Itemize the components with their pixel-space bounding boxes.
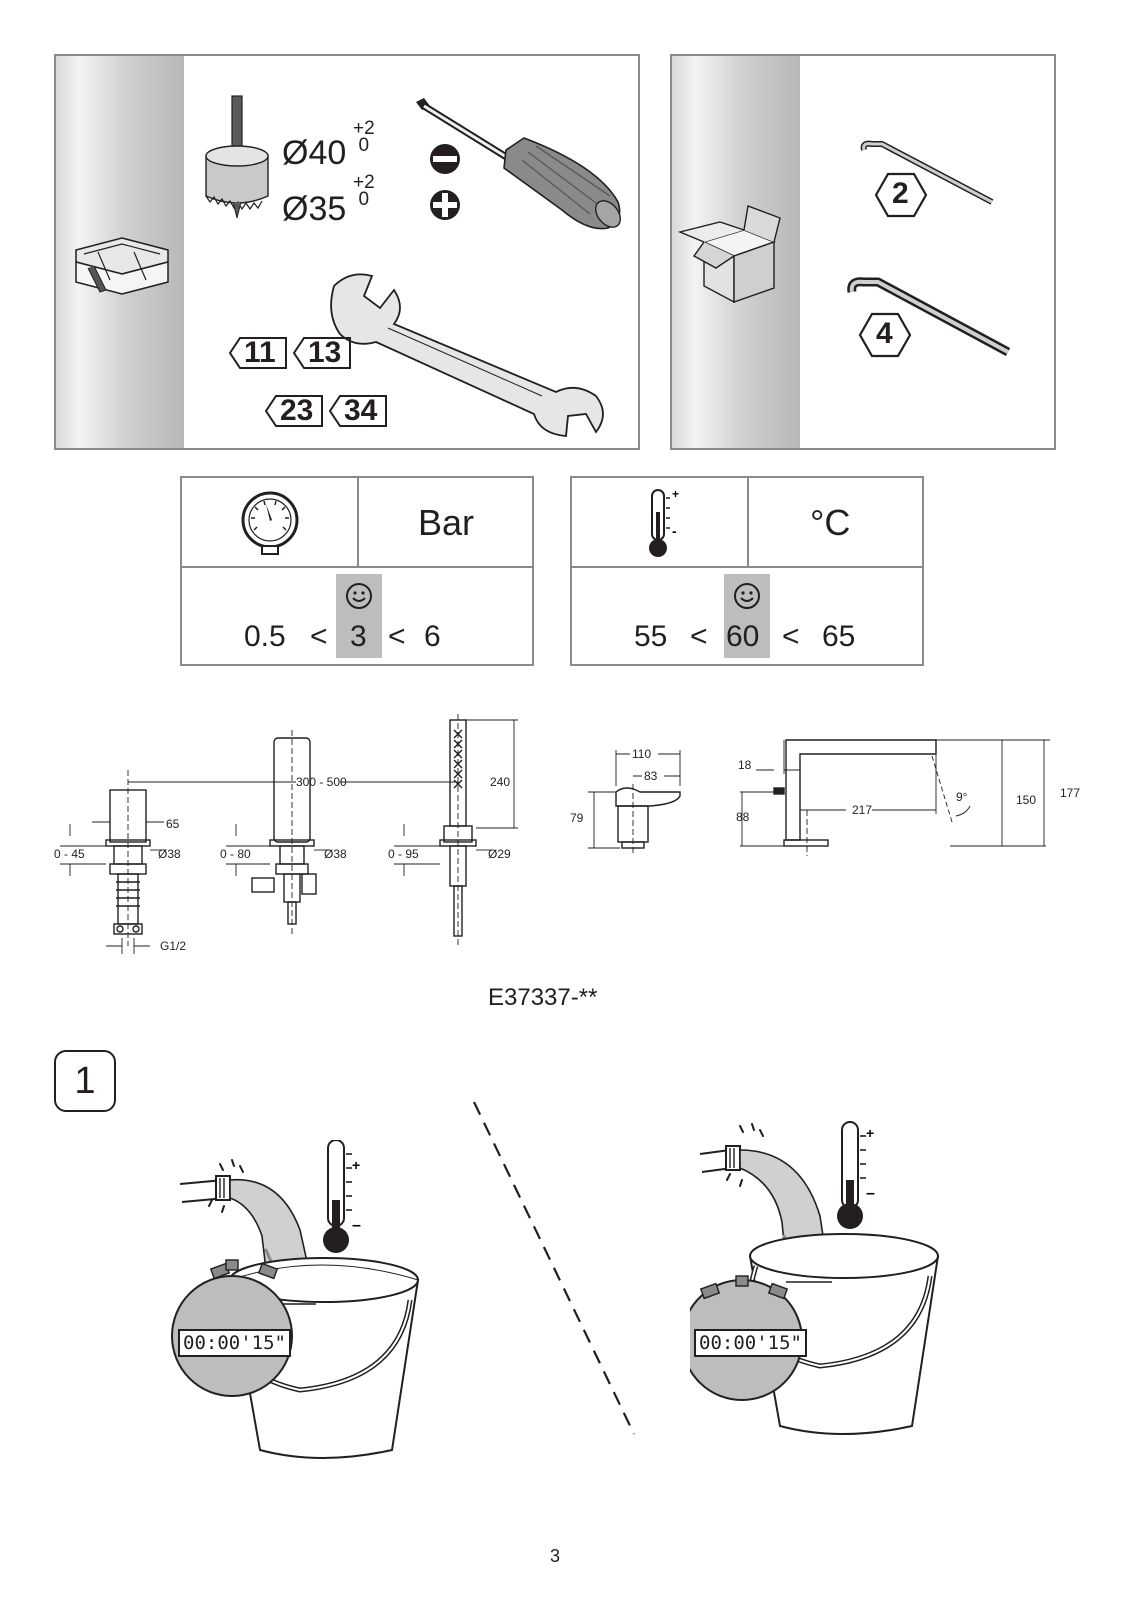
wrench-size-tag-11: [228, 337, 287, 369]
page-number: 3: [550, 1546, 561, 1566]
hex-tag-4: [858, 312, 912, 358]
pressure-min: 0.5: [244, 620, 286, 653]
step-number: 1: [54, 1050, 116, 1112]
dashed-divider: [473, 1101, 635, 1435]
dim-79: 79: [570, 811, 584, 825]
dim-177: 177: [1060, 786, 1081, 800]
hex-key-2-icon: [860, 140, 994, 205]
wrench-size-34: 34: [344, 394, 378, 427]
smiley-icon: [346, 583, 372, 609]
dim-110: 110: [632, 747, 652, 761]
dim-88: 88: [736, 810, 750, 824]
dim-0-45: 0 - 45: [54, 847, 85, 861]
temperature-recommended: 60: [726, 620, 760, 653]
wrench-size-13: 13: [308, 336, 342, 369]
dim-150: 150: [1016, 793, 1037, 807]
svg-text:+: +: [866, 1125, 874, 1141]
dim-240: 240: [490, 775, 511, 789]
dim-0-80: 0 - 80: [220, 847, 251, 861]
model-number: E37337-**: [488, 984, 598, 1011]
svg-text:–: –: [352, 1217, 361, 1234]
temperature-min: 55: [634, 620, 668, 653]
pressure-max: 6: [424, 620, 441, 653]
temperature-unit: °C: [810, 502, 851, 543]
dim-g12: G1/2: [160, 939, 187, 953]
hex-key-size-4: 4: [876, 317, 893, 350]
hole-saw-icon: [205, 95, 269, 219]
wrench-size-tag-23: [264, 395, 323, 427]
wrench-size-tag-34: [328, 395, 387, 427]
included-parts-panel: 2 4: [670, 54, 1056, 450]
pressure-header-divider: [357, 478, 359, 566]
hex-key-4-icon: [847, 277, 1011, 356]
phillips-screwdriver-icon: [430, 190, 460, 220]
open-end-wrench-icon: [330, 273, 604, 437]
pressure-gauge-icon: [241, 491, 299, 555]
flat-screwdriver-icon: [430, 144, 460, 174]
thermometer-icon: + -: [649, 487, 679, 557]
pressure-lt-2: <: [388, 620, 406, 653]
wrench-size-23: 23: [280, 394, 314, 427]
dim-0-95: 0 - 95: [388, 847, 419, 861]
pressure-table: Bar 0.5 < 3 < 6: [180, 476, 534, 666]
temperature-lt-1: <: [690, 620, 708, 653]
svg-text:-: -: [672, 523, 677, 539]
dim-spacing: 300 - 500: [296, 775, 347, 789]
svg-text:+: +: [352, 1157, 360, 1173]
dim-029: Ø29: [488, 847, 511, 861]
dim-18: 18: [738, 758, 752, 772]
svg-text:–: –: [866, 1185, 875, 1202]
bucket-scene-right: + –: [690, 1121, 940, 1435]
dim-9-deg: 9°: [956, 790, 968, 804]
pressure-recommended-highlight: [336, 574, 382, 658]
hole-40-label: Ø40: [282, 134, 347, 172]
temperature-header-divider: [747, 478, 749, 566]
dim-038-a: Ø38: [158, 847, 181, 861]
wrench-size-tag-13: [292, 337, 351, 369]
screwdriver-icon: [416, 98, 622, 230]
hex-key-size-2: 2: [892, 177, 909, 210]
toolbox-icon: [75, 237, 169, 295]
dim-217: 217: [852, 803, 873, 817]
pressure-lt-1: <: [310, 620, 328, 653]
stopwatch-display-right: 00:00'15": [694, 1329, 807, 1357]
package-box-icon: [677, 205, 781, 304]
temperature-table: + - °C 55 < 60 < 65: [570, 476, 924, 666]
dim-83: 83: [644, 769, 658, 783]
temperature-max: 65: [822, 620, 856, 653]
smiley-icon: [734, 583, 760, 609]
pressure-unit: Bar: [418, 502, 475, 543]
pressure-header-row: [182, 478, 532, 568]
dim-038-b: Ø38: [324, 847, 347, 861]
svg-text:+: +: [672, 487, 679, 501]
dimension-drawings: [60, 714, 1050, 954]
bucket-scene-left: + –: [171, 1140, 420, 1459]
stopwatch-display-left: 00:00'15": [178, 1329, 291, 1357]
dim-65: 65: [166, 817, 180, 831]
hex-tag-2: [874, 172, 928, 218]
temperature-header-row: [572, 478, 922, 568]
temperature-recommended-highlight: [724, 574, 770, 658]
hole-35-label: Ø35: [282, 190, 347, 228]
pressure-recommended: 3: [350, 620, 367, 653]
wrench-size-11: 11: [244, 336, 276, 369]
temperature-lt-2: <: [782, 620, 800, 653]
